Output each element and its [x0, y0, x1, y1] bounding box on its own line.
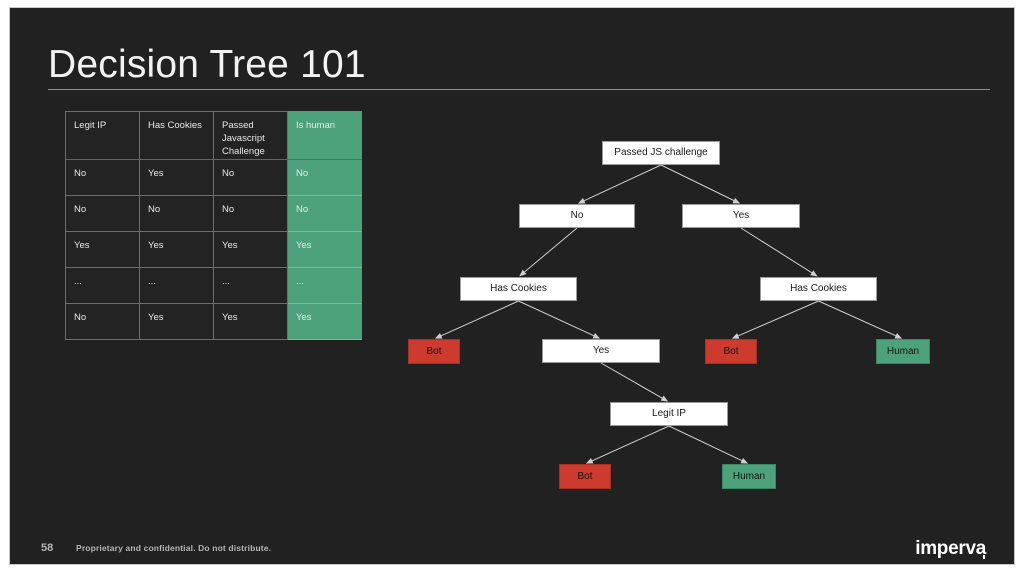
- tree-edge: [731, 300, 819, 339]
- tree-node-yes1: Yes: [682, 204, 800, 228]
- tree-node-botB: Bot: [559, 464, 611, 489]
- tree-node-label: Bot: [426, 345, 442, 357]
- tree-node-label: No: [570, 210, 584, 221]
- table-cell: No: [65, 159, 140, 196]
- page-number: 58: [41, 542, 54, 554]
- tree-edge: [600, 362, 669, 402]
- tree-node-cookiesR: Has Cookies: [760, 277, 877, 301]
- tree-node-label: Passed JS challenge: [614, 147, 708, 158]
- tree-edge: [585, 425, 670, 464]
- table-cell: No: [213, 159, 288, 196]
- tree-node-root: Passed JS challenge: [602, 141, 720, 165]
- table-cell: Yes: [139, 159, 214, 196]
- page-title: Decision Tree 101: [48, 43, 366, 86]
- tree-node-label: Bot: [577, 470, 593, 482]
- tree-node-label: Bot: [723, 345, 739, 357]
- table-cell: Yes: [139, 303, 214, 340]
- table-column-header: Has Cookies: [139, 111, 214, 160]
- tree-node-label: Yes: [592, 345, 610, 356]
- table-cell: Yes: [213, 231, 288, 268]
- table-cell: No: [213, 195, 288, 232]
- tree-node-label: Human: [732, 470, 766, 482]
- table-cell: No: [139, 195, 214, 232]
- table-row: ............: [65, 267, 362, 304]
- tree-edge: [740, 227, 818, 277]
- table-cell: Yes: [65, 231, 140, 268]
- tree-node-botR: Bot: [705, 339, 757, 364]
- table-cell: No: [287, 159, 362, 196]
- table-cell: Yes: [287, 231, 362, 268]
- tree-edge: [577, 164, 662, 204]
- tree-node-cookiesL: Has Cookies: [460, 277, 577, 301]
- tree-node-no1: No: [519, 204, 635, 228]
- tree-node-humanB: Human: [722, 464, 776, 489]
- tree-node-yes2: Yes: [542, 339, 660, 363]
- table-cell: Yes: [287, 303, 362, 340]
- tree-node-label: Yes: [732, 210, 750, 221]
- tree-edge: [519, 227, 578, 277]
- table-cell: ...: [65, 267, 140, 304]
- tree-node-label: Has Cookies: [790, 283, 847, 294]
- tree-edge: [660, 164, 741, 204]
- tree-edge: [518, 300, 601, 339]
- table-column-header: Passed Javascript Challenge: [213, 111, 288, 160]
- title-divider: [48, 89, 990, 90]
- table-cell: Yes: [213, 303, 288, 340]
- tree-node-legitip: Legit IP: [610, 402, 728, 426]
- table-cell: ...: [139, 267, 214, 304]
- confidentiality-note: Proprietary and confidential. Do not dis…: [76, 543, 272, 553]
- table-cell: No: [65, 195, 140, 232]
- tree-node-humanR: Human: [876, 339, 930, 364]
- table-column-header: Is human: [287, 111, 362, 160]
- tree-node-label: Human: [886, 345, 920, 357]
- table-column-header: Legit IP: [65, 111, 140, 160]
- table-cell: No: [287, 195, 362, 232]
- table-cell: Yes: [139, 231, 214, 268]
- table-cell: No: [65, 303, 140, 340]
- tree-edge: [818, 300, 903, 339]
- tree-edge: [668, 425, 749, 464]
- imperva-logo: imperva: [915, 538, 986, 560]
- tree-node-label: Legit IP: [652, 408, 686, 419]
- logo-wordmark: imperva: [915, 538, 986, 559]
- tree-node-label: Has Cookies: [490, 283, 547, 294]
- table-cell: ...: [213, 267, 288, 304]
- tree-edge: [434, 300, 519, 339]
- tree-node-botL: Bot: [408, 339, 460, 364]
- logo-accent-mark: [983, 555, 985, 559]
- table-cell: ...: [287, 267, 362, 304]
